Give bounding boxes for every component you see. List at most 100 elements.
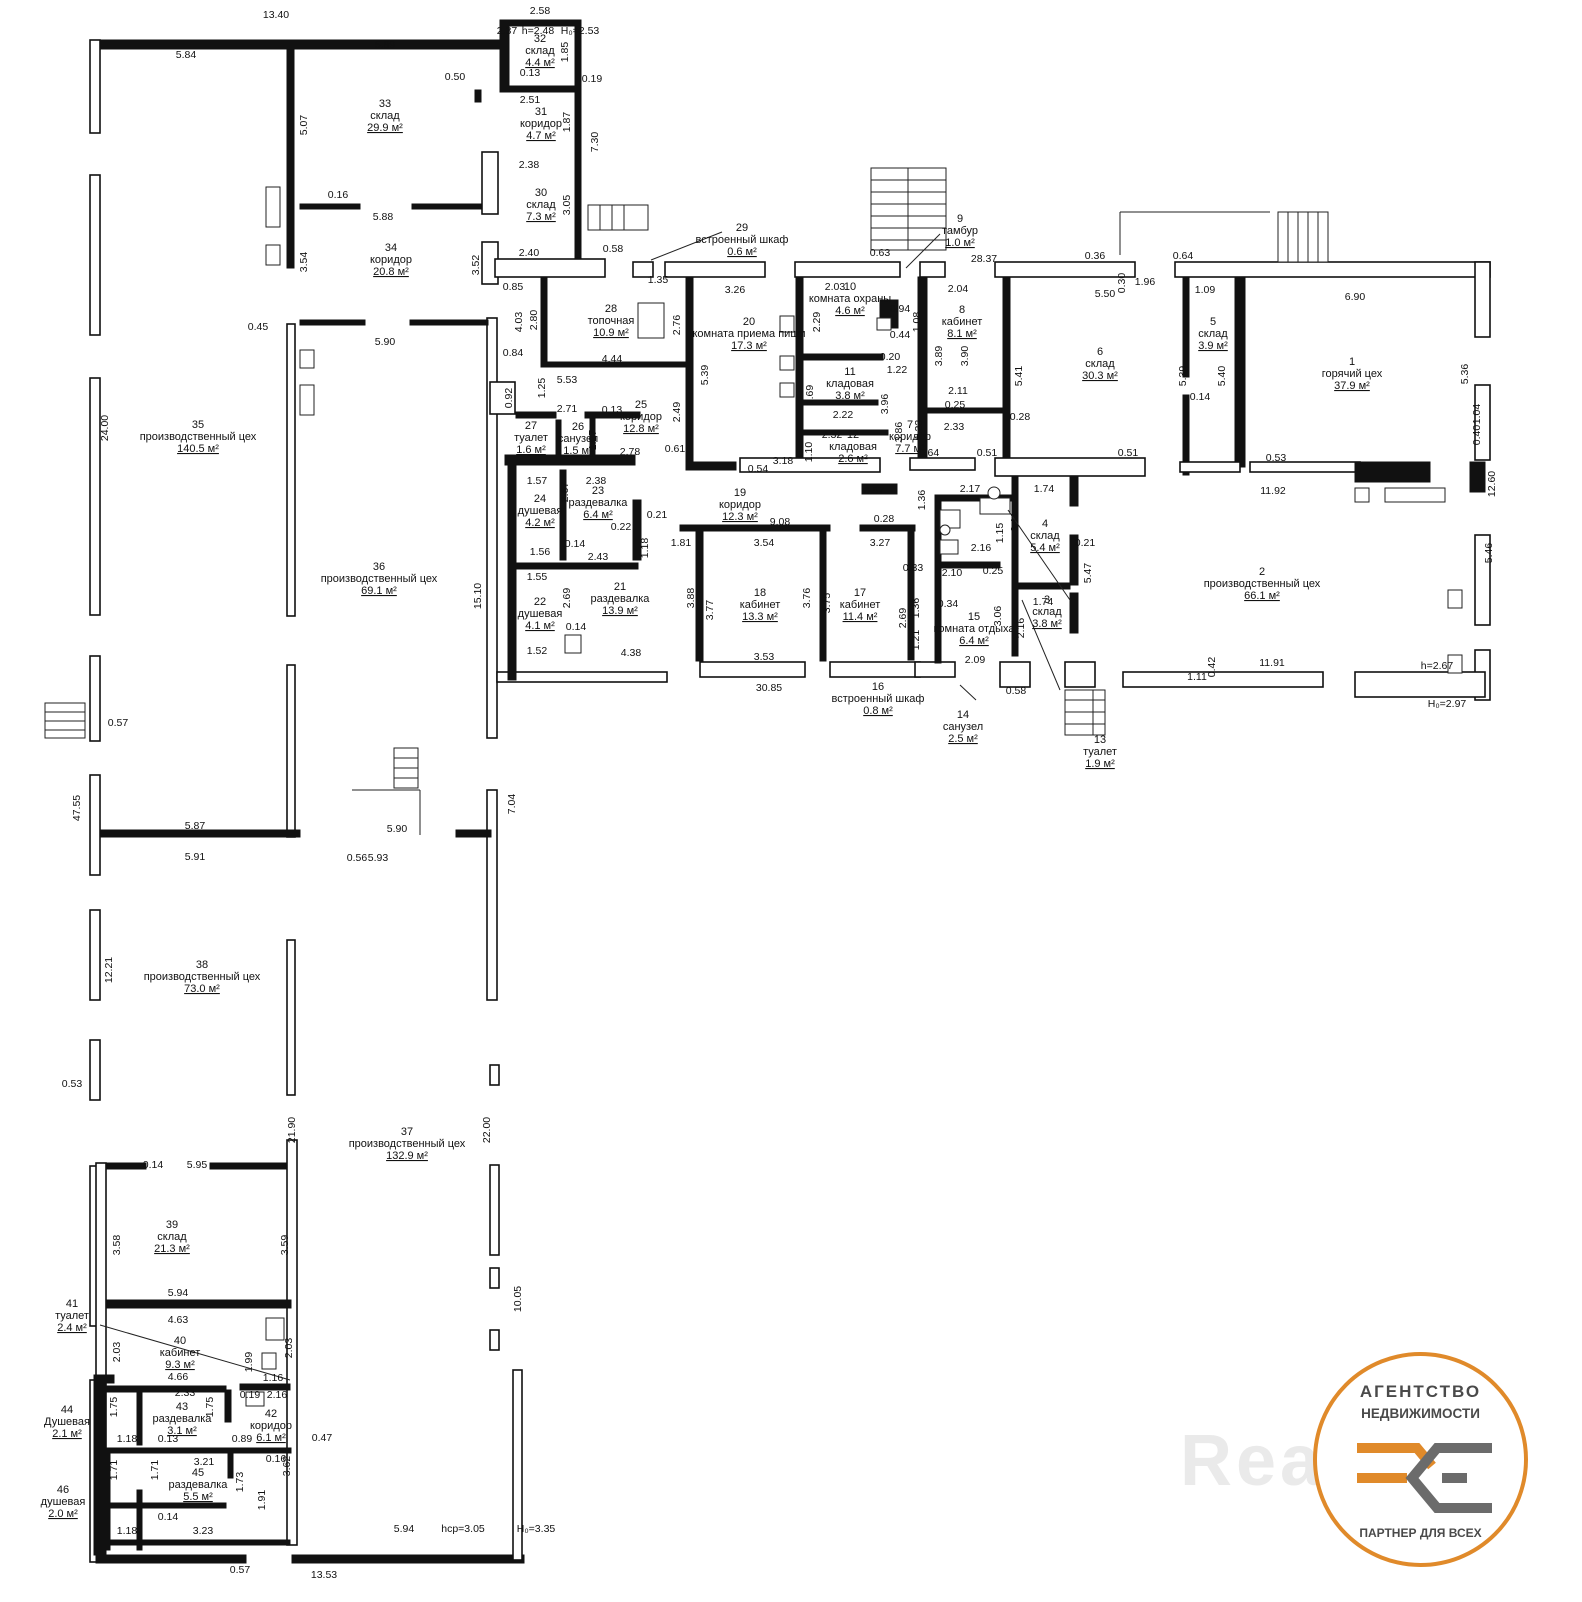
dimension-label: H₀=2.53 [561,25,600,37]
dimension-label: 3.58 [111,1235,123,1256]
room-name: производственный цех [144,971,261,983]
dimension-label: 3.52 [470,255,482,276]
room-number: 18 [754,587,766,599]
dimension-label: 0.19 [240,1389,261,1401]
room-area: 3.9 м² [1198,340,1228,352]
dimension-label: 2.69 [897,608,909,629]
room-name: склад [157,1231,187,1243]
dimension-label: 1.75 [108,1397,120,1418]
dimension-label: 2.03 [283,1338,295,1359]
room-name: коридор [889,431,931,443]
room-name: топочная [588,315,635,327]
badge-line-2: НЕДВИЖИМОСТИ [1361,1406,1480,1421]
dimension-label: 2.38 [519,159,540,171]
dimension-label: 0.16 [266,1453,287,1465]
dimension-label: 5.89 [375,39,396,51]
room-number: 10 [844,281,856,293]
dimension-label: 0.53 [62,1078,83,1090]
dimension-label: H₀=3.35 [517,1523,556,1535]
room-area: 3.1 м² [167,1425,197,1437]
dimension-label: 3.86 [893,422,905,443]
outer-walls [89,19,582,1564]
room-number: 24 [534,493,546,505]
room-name: комната охраны [809,293,891,305]
room-area: 37.9 м² [1334,380,1370,392]
room-area: 8.1 м² [947,328,977,340]
dimension-label: 1.22 [887,364,908,376]
room-area: 5.4 м² [1030,542,1060,554]
room-area: 6.1 м² [256,1432,286,1444]
dimension-label: 1.21 [910,630,922,651]
dimension-label: 2.51 [520,94,541,106]
dimension-label: 3.96 [879,394,891,415]
dimension-label: 2.17 [960,483,981,495]
dimension-label: 28.37 [971,253,997,265]
room-number: 32 [534,33,546,45]
dimension-label: 1.11 [1187,671,1207,683]
room-area: 6.4 м² [583,509,613,521]
dimension-label: 2.29 [811,312,823,333]
dimension-label: h=2.67 [1421,660,1454,672]
room-number: 19 [734,487,746,499]
room-name: коридор [370,254,412,266]
room-number: 41 [66,1298,78,1310]
dimension-label: 0.92 [503,388,515,409]
dimension-label: 2.16 [971,542,992,554]
dimension-label: 0.20 [880,351,901,363]
dimension-label: 1.85 [559,42,571,63]
room-name: производственный цех [1204,578,1321,590]
dimension-label: 1.04 [1471,404,1483,425]
room-number: 13 [1094,734,1106,746]
room-area: 1.6 м² [516,444,546,456]
room-number: 23 [592,485,604,497]
dimension-label: 0.14 [158,1511,179,1523]
room-number: 46 [57,1484,69,1496]
room-number: 6 [1097,346,1103,358]
dimension-label: 1.36 [916,490,928,511]
dimension-label: 0.40 [1471,425,1483,446]
dimension-label: 5.40 [1216,366,1228,387]
room-area: 0.8 м² [863,705,893,717]
dimension-label: 4.63 [168,1314,189,1326]
room-area: 12.8 м² [623,423,659,435]
dimension-label: 5.39 [1177,366,1189,387]
dimension-label: 1.35 [648,274,669,286]
room-number: 26 [572,421,584,433]
dimension-label: 5.90 [375,336,396,348]
room-name: кладовая [826,378,874,390]
dimension-label: 10.05 [512,1286,524,1312]
dimension-label: 1.09 [1195,284,1216,296]
dimension-label: 0.14 [565,538,586,550]
dimension-label: 15.10 [472,583,484,609]
dimension-label: 13.40 [263,9,289,21]
room-name: коридор [719,499,761,511]
dimension-label: 0.13 [602,404,623,416]
room-name: коридор [250,1420,292,1432]
dimension-label: 2.11 [948,385,968,397]
dimension-label: 0.14 [566,621,587,633]
room-area: 140.5 м² [177,443,219,455]
dimension-label: 3.18 [773,455,794,467]
dimension-label: 0.58 [1006,685,1027,697]
dimension-label: 24.00 [99,415,111,441]
dimension-label: 0.45 [248,321,269,333]
room-name: кабинет [740,599,780,611]
room-number: 39 [166,1219,178,1231]
dimension-label: 3.54 [754,537,775,549]
room-name: Душевая [44,1416,90,1428]
room-name: комната приема пищи [692,328,805,340]
dimension-label: 1.87 [561,112,573,133]
room-name: склад [525,45,555,57]
dimension-label: 1.18 [639,538,651,559]
dimension-label: 5.94 [394,1523,415,1535]
